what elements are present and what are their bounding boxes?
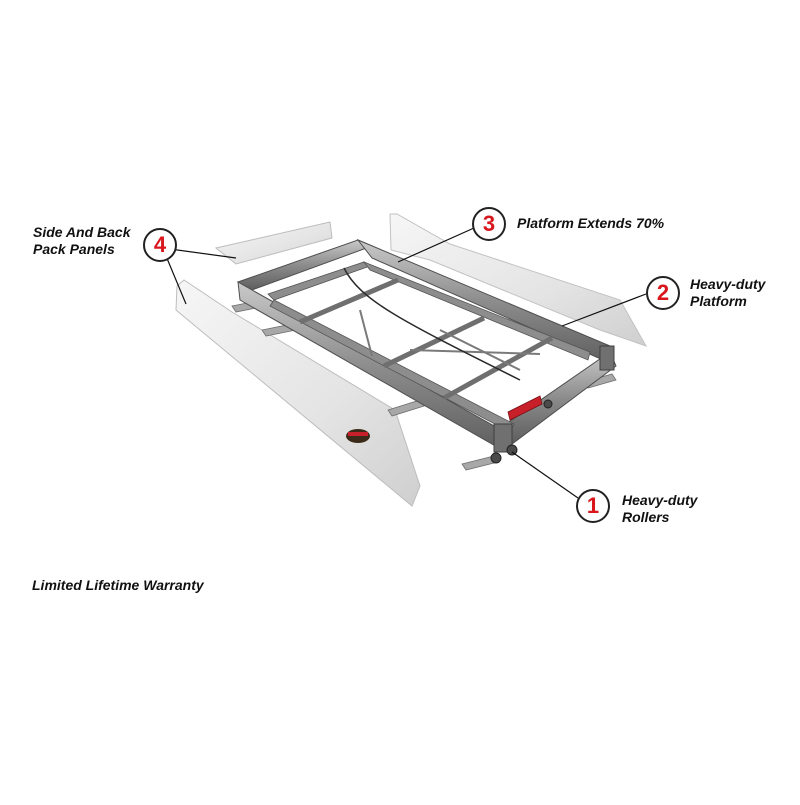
side-panel — [175, 279, 421, 507]
leader-line-2 — [561, 293, 647, 327]
back-panel-left — [214, 221, 333, 265]
callout-badge-2: 2 — [646, 276, 680, 310]
leader-line-3 — [397, 227, 475, 263]
back-panel-right — [389, 213, 648, 347]
callout-label-1: Heavy-duty Rollers — [622, 492, 697, 526]
leader-line-1 — [511, 451, 579, 499]
callout-label-3: Platform Extends 70% — [517, 215, 664, 232]
callout-label-2: Heavy-duty Platform — [690, 276, 765, 310]
callout-2-line-1: Heavy-duty — [690, 276, 766, 292]
callout-label-4: Side And Back Pack Panels — [33, 224, 131, 258]
callout-4-line-2: Pack Panels — [33, 241, 115, 257]
platform-frame — [236, 238, 617, 453]
callout-1-line-2: Rollers — [622, 509, 670, 525]
callout-badge-4: 4 — [143, 228, 177, 262]
callout-2-line-2: Platform — [690, 293, 747, 309]
callout-3-line-1: Platform Extends 70% — [517, 215, 665, 231]
leader-line-4b — [165, 255, 187, 305]
callout-badge-3: 3 — [472, 207, 506, 241]
brand-decal — [346, 429, 370, 443]
warranty-text: Limited Lifetime Warranty — [32, 577, 204, 593]
callout-badge-1: 1 — [576, 489, 610, 523]
rollers — [490, 399, 553, 464]
callout-1-line-1: Heavy-duty — [622, 492, 698, 508]
callout-4-line-1: Side And Back — [33, 224, 131, 240]
